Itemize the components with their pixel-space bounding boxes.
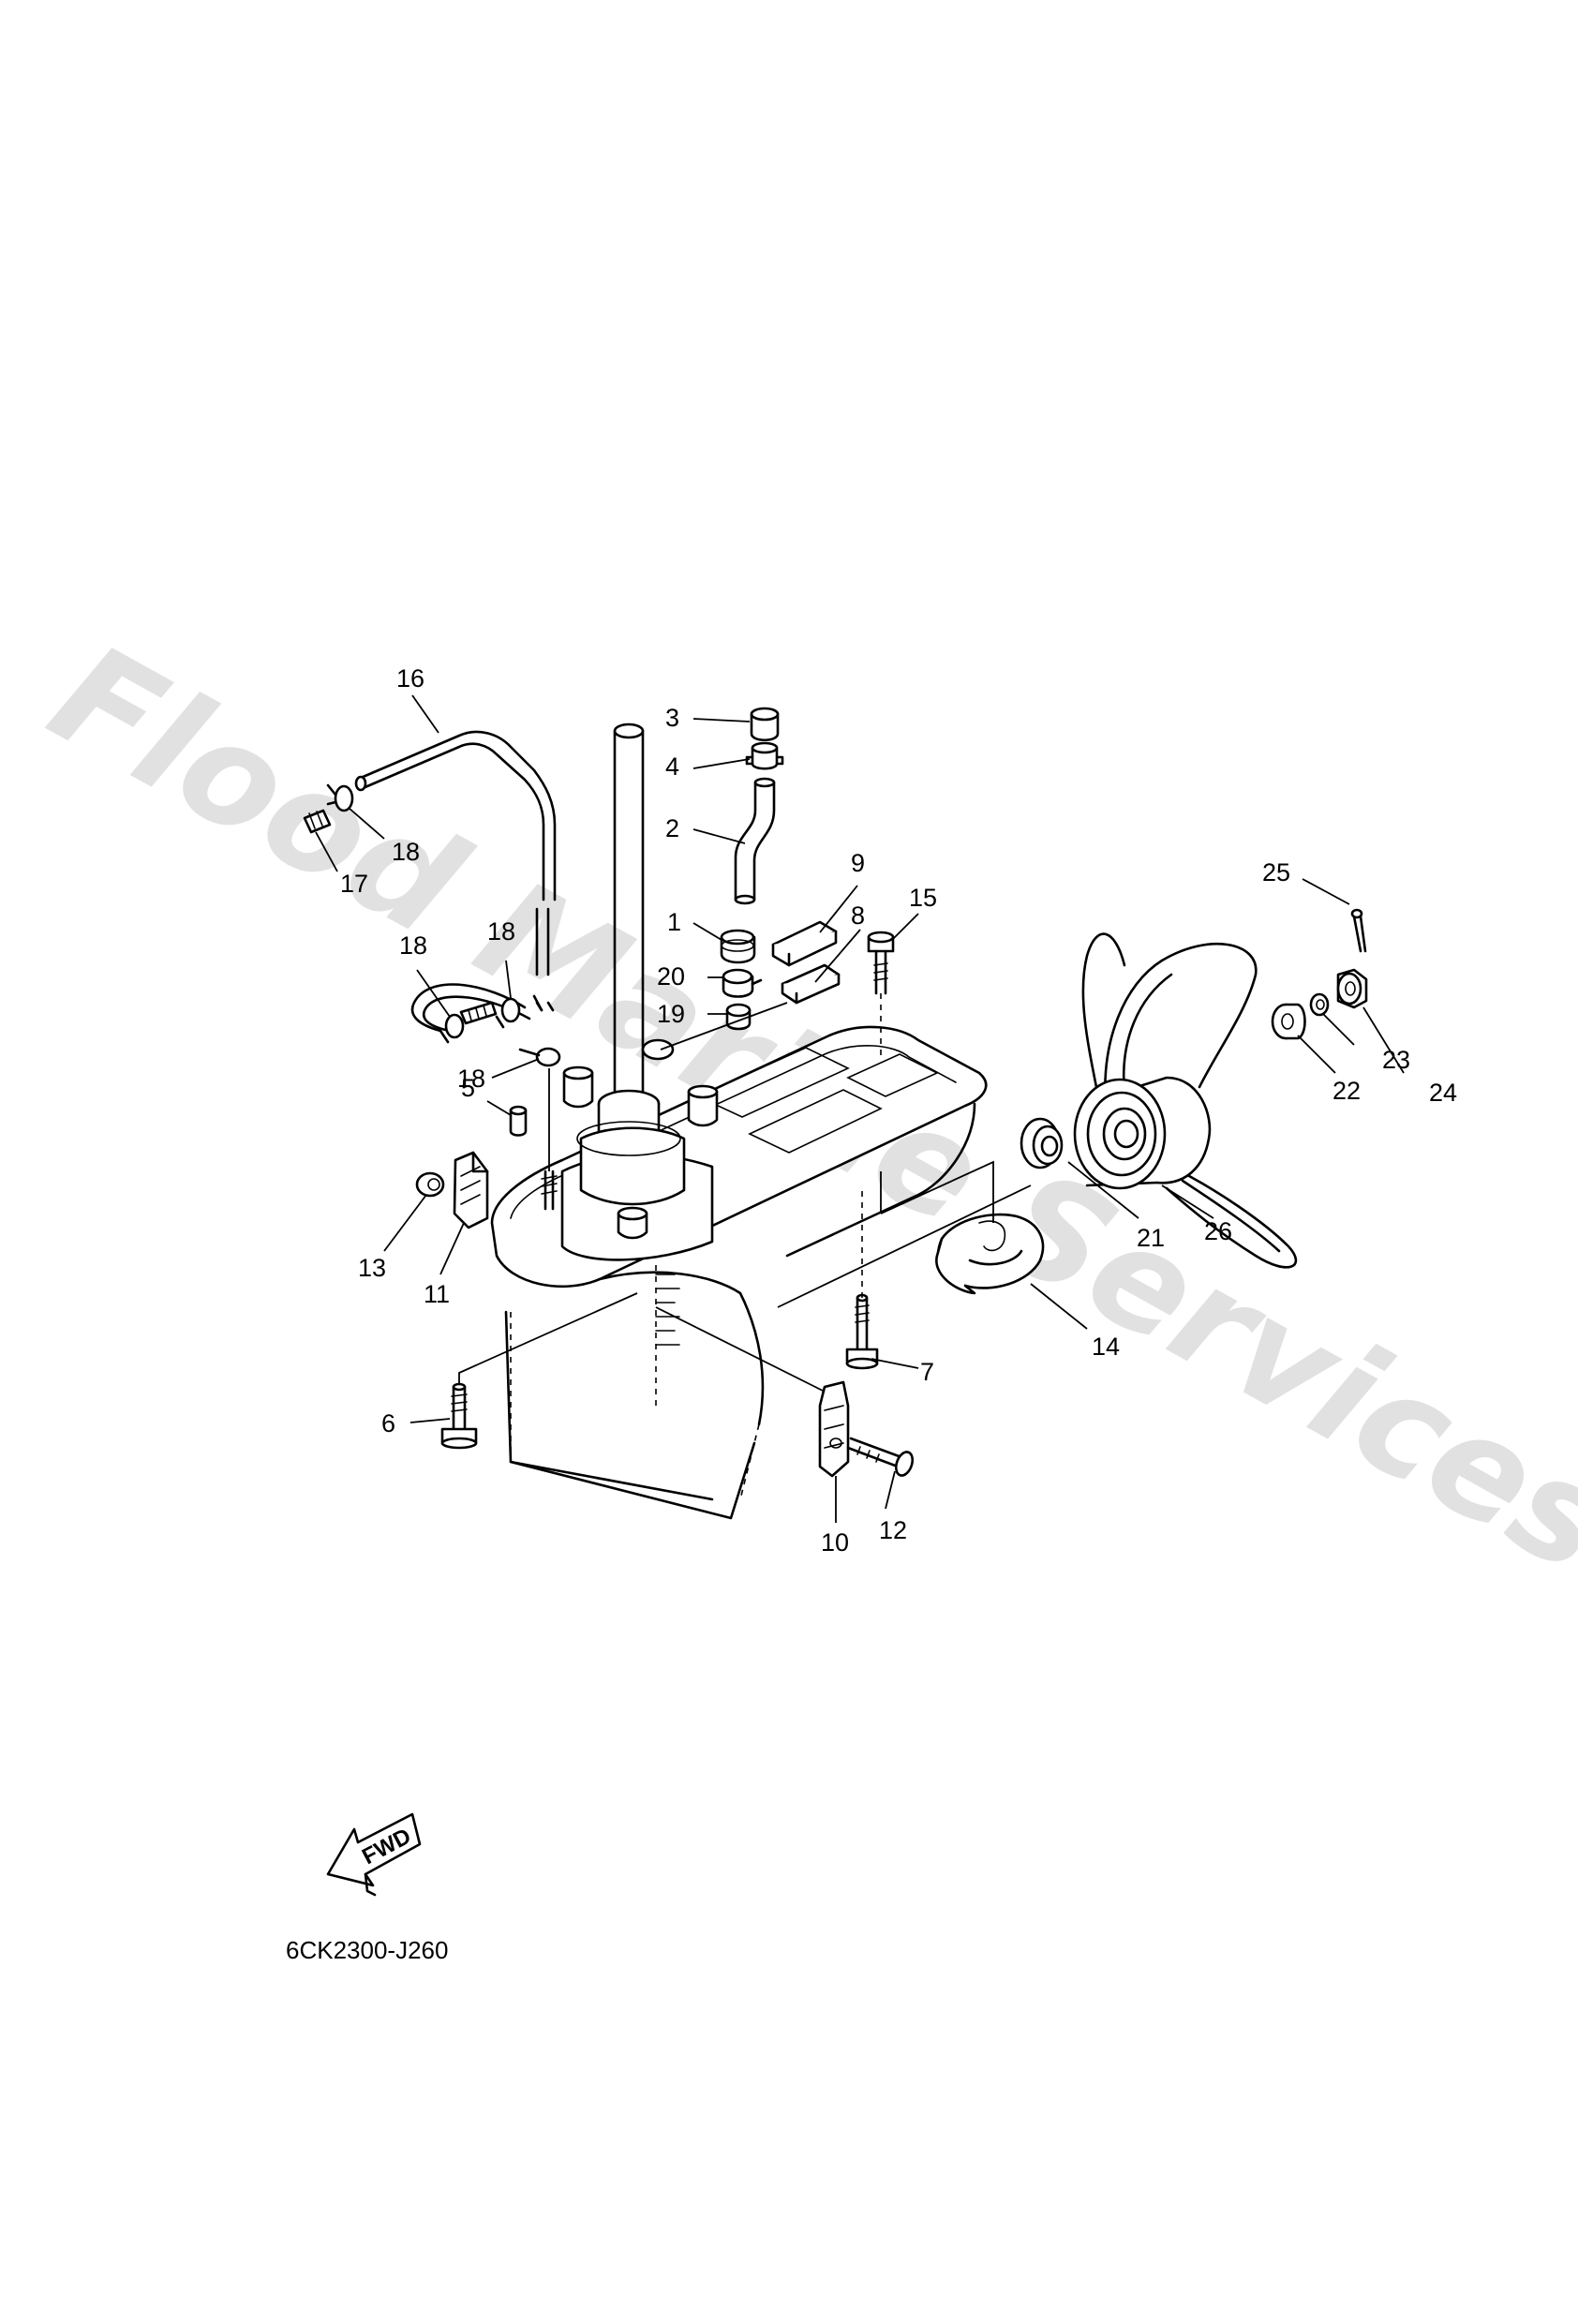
part-14-trim-tab (935, 1213, 1045, 1295)
callout-15: 15 (909, 884, 937, 912)
callout-18-top: 18 (392, 838, 420, 866)
callout-19: 19 (657, 1000, 685, 1028)
callout-22: 22 (1332, 1077, 1361, 1105)
callout-2: 2 (665, 814, 679, 842)
callout-7: 7 (920, 1358, 934, 1386)
drive-shaft (613, 723, 645, 1108)
callout-23: 23 (1382, 1046, 1410, 1074)
callout-1: 1 (667, 908, 681, 936)
part-24-nut (1336, 968, 1368, 1009)
callout-5: 5 (461, 1074, 475, 1102)
part-6-bolt (440, 1382, 478, 1450)
part-17-fitting (303, 809, 543, 1025)
fwd-arrow: FWD (326, 1812, 422, 1897)
callout-18-left: 18 (399, 931, 427, 960)
callout-10: 10 (821, 1528, 849, 1557)
part-26-propeller (1073, 932, 1298, 1269)
callout-25: 25 (1262, 858, 1290, 886)
callout-18-middle: 18 (487, 917, 515, 946)
callout-26: 26 (1204, 1217, 1232, 1245)
part-5-dowel (509, 1105, 528, 1137)
callout-14: 14 (1092, 1333, 1120, 1361)
part-7-bolt (845, 1293, 879, 1370)
part-15-bolt (867, 931, 895, 995)
part-8-seal (781, 963, 841, 1005)
part-16-hose (354, 730, 557, 1033)
part-9-seal (771, 920, 838, 967)
part-19-collar (725, 1003, 752, 1031)
part-25-cotter-pin (1350, 908, 1367, 953)
callout-4: 4 (665, 752, 679, 781)
callout-labels: 16 18 17 18 18 18 3 4 2 1 20 19 9 8 15 5… (340, 664, 1457, 1557)
callout-18-lower: 18 (457, 1065, 485, 1093)
part-18-hose-clamps (326, 783, 561, 1067)
callout-21: 21 (1137, 1224, 1165, 1252)
callout-12: 12 (879, 1516, 907, 1544)
part-11-anode (453, 1151, 489, 1229)
callout-3: 3 (665, 704, 679, 732)
callout-9: 9 (851, 849, 865, 877)
part-1-grommet (720, 929, 756, 964)
part-20-grommet (722, 968, 763, 998)
part-13-nut (415, 1171, 445, 1198)
leader-lines (315, 694, 1405, 1523)
part-10-anode (818, 1380, 850, 1478)
diagram-code: 6CK2300-J260 (286, 1936, 448, 1964)
callout-16: 16 (396, 664, 424, 693)
part-22-spacer (1271, 1003, 1306, 1040)
callout-13: 13 (358, 1254, 386, 1282)
part-2-pipe (734, 777, 776, 905)
callout-8: 8 (851, 901, 865, 930)
callout-24: 24 (1429, 1079, 1457, 1107)
part-3-grommet (750, 707, 780, 742)
callout-17: 17 (340, 870, 368, 898)
part-4-grommet (745, 741, 784, 770)
part-21-thrust-washer (1020, 1117, 1064, 1169)
lower-casing (490, 1025, 988, 1520)
callout-11: 11 (424, 1280, 450, 1308)
callout-6: 6 (381, 1409, 395, 1438)
part-12-screw (846, 1437, 915, 1477)
part-23-washer (1309, 992, 1330, 1017)
callout-20: 20 (657, 962, 685, 991)
